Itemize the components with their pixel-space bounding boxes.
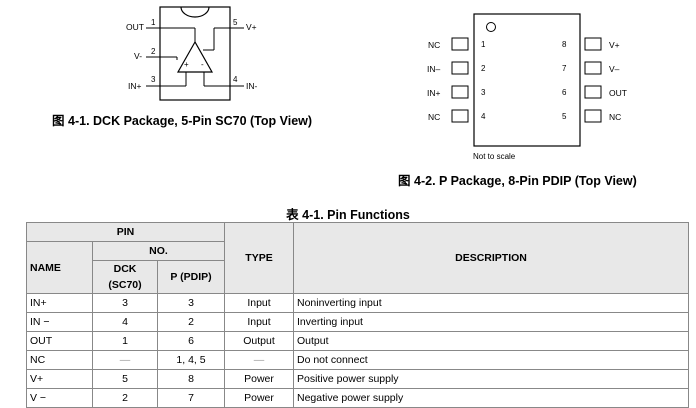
pdip-pin1-box <box>451 37 469 51</box>
pdip-caption-text: 4-2. P Package, 8-Pin PDIP (Top View) <box>414 174 637 188</box>
table-row: V − 2 7 Power Negative power supply <box>26 388 689 408</box>
pdip-pin1-label: NC <box>428 40 441 50</box>
dck-pin5-label: V+ <box>246 22 257 32</box>
pdip-pin7-number: 7 <box>562 64 567 73</box>
pdip-pin8-number: 8 <box>562 40 567 49</box>
cell-name: IN − <box>26 312 93 332</box>
cell-pdip: 2 <box>157 312 225 332</box>
pdip-pin6-box <box>584 85 602 99</box>
pdip-pin6-number: 6 <box>562 88 567 97</box>
pdip-pin8-box <box>584 37 602 51</box>
cell-description: Positive power supply <box>293 369 689 389</box>
pdip-pin5-number: 5 <box>562 112 567 121</box>
pdip-pin3-label: IN+ <box>427 88 441 98</box>
dck-pin3-number: 3 <box>151 75 156 84</box>
cell-pdip: 6 <box>157 331 225 351</box>
header-description: DESCRIPTION <box>293 222 689 294</box>
cell-dck: 4 <box>92 312 158 332</box>
cell-dck: 2 <box>92 388 158 408</box>
pin-functions-table: PIN TYPE DESCRIPTION NAME NO. DCK (SC70)… <box>26 222 689 408</box>
dck-pin2-label: V- <box>134 51 143 61</box>
pdip-pin2-box <box>451 61 469 75</box>
cell-name: V+ <box>26 369 93 389</box>
cell-description: Do not connect <box>293 350 689 370</box>
cell-dck: 1 <box>92 331 158 351</box>
pdip-scale-note: Not to scale <box>473 152 516 161</box>
header-type: TYPE <box>224 222 294 294</box>
cell-type: Power <box>224 388 294 408</box>
pdip-pin7-box <box>584 61 602 75</box>
pdip-caption-prefix: 图 <box>398 173 411 188</box>
cell-description: Output <box>293 331 689 351</box>
table-row: IN − 4 2 Input Inverting input <box>26 312 689 332</box>
opamp-minus-sign: - <box>201 60 204 69</box>
cell-name: OUT <box>26 331 93 351</box>
cell-pdip: 1, 4, 5 <box>157 350 225 370</box>
cell-name: V − <box>26 388 93 408</box>
dck-caption-text: 4-1. DCK Package, 5-Pin SC70 (Top View) <box>68 114 313 128</box>
table-row: OUT 1 6 Output Output <box>26 331 689 351</box>
cell-type: Input <box>224 293 294 313</box>
dck-pin3-label: IN+ <box>128 81 142 91</box>
pdip-pin6-label: OUT <box>609 88 627 98</box>
opamp-plus-sign: + <box>184 60 189 69</box>
table-row: NC — 1, 4, 5 — Do not connect <box>26 350 689 370</box>
cell-name: NC <box>26 350 93 370</box>
table-row: V+ 5 8 Power Positive power supply <box>26 369 689 389</box>
table-row: IN+ 3 3 Input Noninverting input <box>26 293 689 313</box>
dck-pin1-label: OUT <box>126 22 144 32</box>
cell-type: Power <box>224 369 294 389</box>
pdip-pin3-box <box>451 85 469 99</box>
pdip-pin3-number: 3 <box>481 88 486 97</box>
pdip-pin4-label: NC <box>428 112 441 122</box>
pdip-pin7-label: V– <box>609 64 620 74</box>
dck-pin2-number: 2 <box>151 47 156 56</box>
cell-pdip: 3 <box>157 293 225 313</box>
pdip-pin1-number: 1 <box>481 40 486 49</box>
cell-description: Inverting input <box>293 312 689 332</box>
cell-description: Negative power supply <box>293 388 689 408</box>
pdip-pin5-box <box>584 109 602 123</box>
dck-pin4-label: IN- <box>246 81 258 91</box>
cell-dck: — <box>92 350 158 370</box>
table-title: 表 4-1. Pin Functions <box>0 204 696 223</box>
table-title-prefix: 表 <box>286 207 299 222</box>
cell-type: Input <box>224 312 294 332</box>
cell-name: IN+ <box>26 293 93 313</box>
header-no: NO. <box>92 241 225 261</box>
dck-pin1-number: 1 <box>151 18 156 27</box>
pdip-package-body <box>473 13 581 147</box>
cell-type: — <box>224 350 294 370</box>
pdip-pin4-box <box>451 109 469 123</box>
dck-caption: 图 4-1. DCK Package, 5-Pin SC70 (Top View… <box>52 110 312 129</box>
pdip-pin2-number: 2 <box>481 64 486 73</box>
table-title-text: 4-1. Pin Functions <box>302 208 410 222</box>
dck-pin5-number: 5 <box>233 18 238 27</box>
pdip-pin2-label: IN– <box>427 64 441 74</box>
header-pdip: P (PDIP) <box>157 260 225 294</box>
pdip-pin1-dot <box>486 22 496 32</box>
cell-dck: 3 <box>92 293 158 313</box>
pdip-pin4-number: 4 <box>481 112 486 121</box>
cell-pdip: 7 <box>157 388 225 408</box>
cell-type: Output <box>224 331 294 351</box>
pdip-caption: 图 4-2. P Package, 8-Pin PDIP (Top View) <box>398 170 637 189</box>
header-pin: PIN <box>26 222 225 242</box>
pdip-pin8-label: V+ <box>609 40 620 50</box>
header-name: NAME <box>26 241 93 294</box>
pdip-pin5-label: NC <box>609 112 622 122</box>
header-dck: DCK (SC70) <box>92 260 158 294</box>
dck-package-diagram <box>146 6 602 147</box>
cell-pdip: 8 <box>157 369 225 389</box>
dck-pin1-notch <box>180 6 210 18</box>
cell-description: Noninverting input <box>293 293 689 313</box>
opamp-symbol <box>176 40 214 73</box>
dck-pin4-number: 4 <box>233 75 238 84</box>
dck-caption-prefix: 图 <box>52 113 65 128</box>
cell-dck: 5 <box>92 369 158 389</box>
